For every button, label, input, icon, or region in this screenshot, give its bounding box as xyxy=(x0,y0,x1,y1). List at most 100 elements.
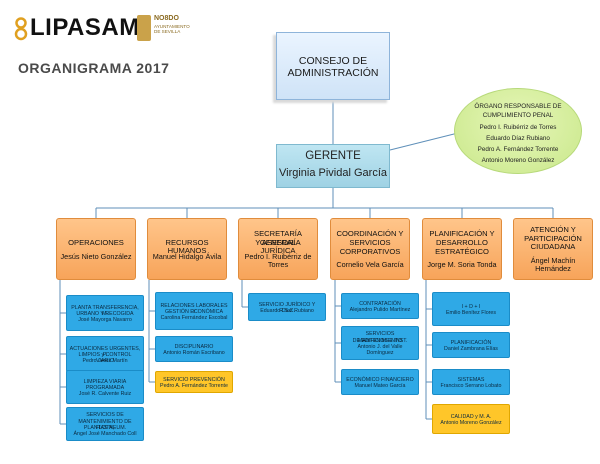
subdepartment-head: Carolina Fernández Escobal xyxy=(160,315,228,322)
penal-member: Pedro A. Fernández Torrente xyxy=(477,146,559,153)
subdepartment-name: Antonio J. del Valle xyxy=(357,344,403,350)
subdepartment-name: SERVICIO PREVENCIÓN xyxy=(163,376,225,383)
subdepartment-name: LIMPIEZA VIARIA xyxy=(83,378,127,385)
department-name: COORDINACIÓN Y xyxy=(336,229,404,239)
subdepartment-head: Emilio Benítez Flores xyxy=(445,310,497,316)
penal-line1: ÓRGANO RESPONSABLE DE xyxy=(474,103,562,110)
subdepartment-box: ACTUACIONES URGENTES, P.LIMPIOS y CONTRO… xyxy=(66,336,144,372)
subdepartment-name: PLANTAS NEUM. xyxy=(83,425,127,431)
subdepartment-name: SISTEMAS xyxy=(457,376,485,383)
subdepartment-name: RELACIONES LABORALES Y xyxy=(160,302,228,315)
penal-member: Antonio Moreno González xyxy=(481,157,555,164)
department-head: Jesús Nieto González xyxy=(60,251,132,261)
lipasam-logo-icon xyxy=(14,17,28,41)
ayuntamiento-logo: NO8DO AYUNTAMIENTO DE SEVILLA xyxy=(137,15,190,41)
subdepartment-name: I + D + I xyxy=(461,303,481,310)
department-name: Y ASESORÍA JURÍDICA xyxy=(255,237,301,256)
department-head: Hernández xyxy=(535,264,571,274)
department-name: OPERACIONES xyxy=(68,237,124,247)
department-head: Cornelio Vela García xyxy=(336,260,404,270)
department-name: CIUDADANA xyxy=(530,242,576,252)
ayuntamiento-subtitle: AYUNTAMIENTO DE SEVILLA xyxy=(154,24,190,35)
subdepartment-name: SERVICIO JURÍDICO Y R.S.C. xyxy=(258,301,316,314)
subdepartment-head: Eduardo Díaz Rubiano xyxy=(260,308,314,314)
subdepartment-head: Alejandro Pulido Martínez xyxy=(349,307,411,313)
subdepartment-head: Domínguez xyxy=(366,350,394,357)
consejo-line2: ADMINISTRACIÓN xyxy=(287,67,379,79)
subdepartment-head: Pedro A. Fernández Torrente xyxy=(160,383,228,389)
penal-member: Pedro I. Ruibérriz de Torres xyxy=(479,124,557,131)
subdepartment-head: Ángel José Manchado Coll xyxy=(73,431,137,438)
subdepartment-name: PLANTA TRANSFERENCIA, M. xyxy=(71,304,139,317)
subdepartment-head: Francisco Serrano Lobato xyxy=(440,383,502,389)
department-head: Torres xyxy=(267,260,289,270)
subdepartment-head: José Mayorga Navarro xyxy=(78,317,132,324)
department-name: DESARROLLO xyxy=(436,237,488,247)
gerente-penal-connector xyxy=(389,131,463,151)
subdepartment-head: José R. Calvente Ruiz xyxy=(78,391,132,398)
subdepartment-name: URBANO Y RECOGIDA xyxy=(76,310,134,317)
department-box: OPERACIONES Jesús Nieto González xyxy=(56,218,136,280)
subdepartment-name: ECONÓMICO FINANCIERO xyxy=(346,376,414,383)
consejo-box: CONSEJO DE ADMINISTRACIÓN xyxy=(276,32,390,100)
subdepartment-name: PLANIFICACIÓN xyxy=(450,339,492,346)
penal-compliance-oval: ÓRGANO RESPONSABLE DE CUMPLIMIENTO PENAL… xyxy=(454,88,582,174)
department-name: PLANIFICACIÓN Y xyxy=(429,229,495,239)
subdepartment-name: CALIDAD y M. A. xyxy=(450,413,492,420)
gerente-name: Virginia Pividal García xyxy=(278,167,387,179)
department-name: PARTICIPACIÓN xyxy=(524,233,582,243)
subdepartment-head: Antonio Moreno González xyxy=(440,420,502,426)
subdepartment-name: ACTUACIONES URGENTES, P. xyxy=(69,345,141,358)
department-name: ATENCIÓN Y xyxy=(530,225,576,234)
subdepartment-head: Pedro Jerez Martín xyxy=(82,358,128,365)
subdepartment-name: CONTRATACIÓN xyxy=(359,300,401,307)
department-head: Ángel Machín xyxy=(530,255,576,265)
department-head: Pedro I. Ruibérriz de xyxy=(244,251,312,261)
subdepartment-head: Daniel Zambrana Elías xyxy=(444,346,498,352)
lipasam-logo-text: LIPASAM xyxy=(30,14,140,41)
department-name: RECURSOS HUMANOS xyxy=(165,237,209,256)
ayuntamiento-shield-icon xyxy=(137,15,151,41)
gerente-title: GERENTE xyxy=(305,150,361,162)
subdepartment-name: GESTIÓN ECONÓMICA xyxy=(165,308,223,315)
subdepartment-name: MANTENIMIENTO DE FLOTA, xyxy=(78,418,132,431)
subdepartment-name: PROGRAMADA xyxy=(85,384,125,391)
subdepartment-name: SERVICIOS DE xyxy=(86,412,124,419)
subdepartment-name: LIMPIOS y CONTROL VIARIO xyxy=(78,351,132,365)
department-head: Manuel Hidalgo Ávila xyxy=(152,251,222,261)
penal-line2: CUMPLIMIENTO PENAL xyxy=(482,112,554,119)
department-head: Jorge M. Soria Tonda xyxy=(427,260,497,270)
subdepartment-box: CALIDAD y M. A.Antonio Moreno González xyxy=(432,404,510,434)
department-name: SECRETARÍA GENERAL xyxy=(254,229,302,247)
ayuntamiento-name: NO8DO xyxy=(154,15,179,22)
department-name: SERVICIOS xyxy=(349,237,391,247)
gerente-box: GERENTE Virginia Pividal García xyxy=(276,144,390,188)
subdepartment-name: SERVICIOS MANTENIMIENTO xyxy=(357,331,403,344)
subdepartment-name: DISCIPLINARIO xyxy=(174,343,214,350)
subdepartment-head: Manuel Mateo García xyxy=(354,383,406,389)
subdepartment-head: Antonio Román Escribano xyxy=(163,350,225,356)
subdepartment-box: PLANTA TRANSFERENCIA, M.URBANO Y RECOGID… xyxy=(66,295,144,331)
subdepartment-name: DE EDIFICIOS E INST. xyxy=(352,337,408,344)
penal-member: Eduardo Díaz Rubiano xyxy=(486,135,550,142)
page-title: ORGANIGRAMA 2017 xyxy=(18,60,170,76)
subdepartment-box: SERVICIO JURÍDICO Y R.S.C.Eduardo Díaz R… xyxy=(248,293,326,321)
department-name: CORPORATIVOS xyxy=(339,246,401,256)
consejo-line1: CONSEJO DE xyxy=(298,55,368,67)
